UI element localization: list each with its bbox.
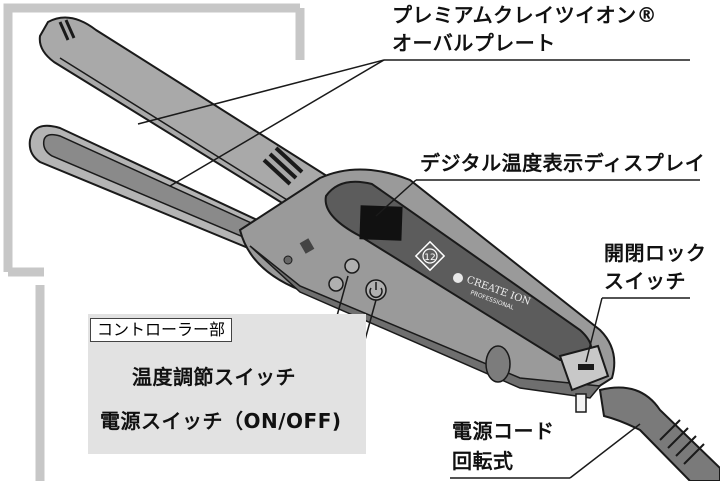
cord-label-line1: 電源コード bbox=[452, 419, 555, 443]
temp-switch-label: 温度調節スイッチ bbox=[132, 365, 296, 389]
hinge-switch bbox=[299, 238, 315, 254]
controller-label: コントローラー部 bbox=[90, 318, 233, 342]
main-body: 12 CREATE ION PROFESSIONAL bbox=[238, 168, 616, 399]
temp-minus-button bbox=[328, 276, 344, 292]
side-button bbox=[485, 345, 511, 383]
cord-label-line2: 回転式 bbox=[452, 449, 514, 473]
badge-number: 12 bbox=[424, 253, 435, 263]
lcd-screen bbox=[359, 205, 403, 241]
screw bbox=[283, 255, 293, 265]
vent-side bbox=[262, 146, 304, 186]
power-cord bbox=[598, 386, 720, 481]
power-icon bbox=[369, 287, 383, 298]
temp-badge-icon: 12 bbox=[414, 240, 446, 272]
lock-label-line1: 開閉ロック bbox=[604, 241, 707, 265]
plate-label-line1: プレミアムクレイツイオン® bbox=[392, 3, 658, 27]
lock-label-line2: スイッチ bbox=[604, 269, 686, 293]
lock-switch bbox=[558, 344, 610, 413]
frame-lines bbox=[3, 3, 305, 481]
power-switch-label: 電源スイッチ（ON/OFF) bbox=[100, 409, 342, 433]
vent-top bbox=[58, 19, 76, 41]
temp-plus-button bbox=[344, 258, 360, 274]
plate-label-line2: オーバルプレート bbox=[392, 31, 556, 55]
display-label: デジタル温度表示ディスプレイ bbox=[420, 151, 706, 175]
